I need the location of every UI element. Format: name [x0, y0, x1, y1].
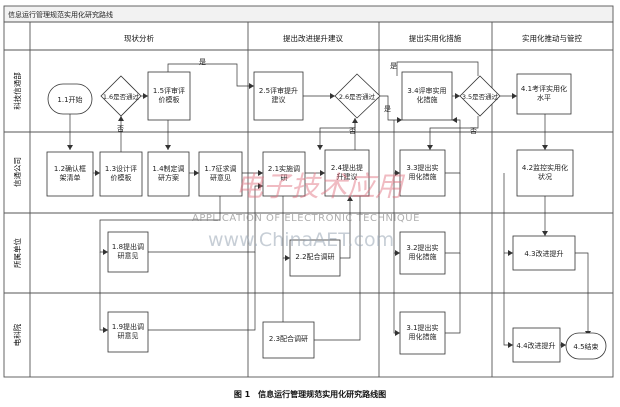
- column-header-control: 实用化推动与管控: [522, 33, 582, 43]
- watermark-english-text: APPLICATION OF ELECTRONIC TECHNIQUE: [192, 213, 420, 224]
- node-1-1-start: 1.1开始: [47, 83, 93, 115]
- svg-text:4.3改进提升: 4.3改进提升: [524, 249, 563, 258]
- svg-text:4.5结束: 4.5结束: [573, 342, 598, 351]
- node-2-6-decision: 2.6是否通过: [334, 73, 381, 119]
- watermark-url: www.ChinaAET.com: [208, 229, 394, 251]
- watermark-logo-text: 电子技术应用: [235, 170, 406, 203]
- node-4-2: 4.2监控实用化状况: [516, 149, 574, 197]
- node-4-3: 4.3改进提升: [512, 235, 576, 271]
- label-no-3: 否: [470, 127, 477, 135]
- label-no-2: 否: [349, 127, 356, 135]
- label-yes-1: 是: [199, 58, 206, 66]
- node-2-4: 2.4提出提升建议: [324, 149, 370, 197]
- label-no-1: 否: [117, 125, 124, 133]
- node-3-5-decision: 3.5是否通过: [459, 75, 501, 117]
- node-1-7: 1.7征求调研意见: [198, 151, 243, 197]
- node-2-1: 2.1实施调研: [262, 151, 306, 197]
- lane-label-ict: 信通公司: [12, 157, 22, 187]
- lane-label-units: 所属单位: [12, 238, 22, 268]
- node-1-5: 1.5评审评价模板: [147, 71, 191, 121]
- node-1-9: 1.9提出调研意见: [107, 311, 149, 353]
- lane-label-epri: 电科院: [12, 323, 22, 346]
- column-header-measures: 提出实用化措施: [409, 33, 462, 43]
- node-3-2: 3.2提出实用化措施: [399, 231, 446, 275]
- diagram-title: 信息运行管理规范实用化研究路线: [8, 10, 113, 19]
- node-1-2: 1.2确认框架清单: [46, 151, 94, 197]
- node-1-4: 1.4制定调研方案: [147, 151, 190, 197]
- svg-text:3.5是否通过: 3.5是否通过: [462, 92, 499, 101]
- svg-text:2.6是否通过: 2.6是否通过: [339, 92, 376, 101]
- node-1-3: 1.3设计评价模板: [99, 151, 143, 197]
- node-2-2: 2.2配合调研: [289, 239, 341, 277]
- svg-text:4.4改进提升: 4.4改进提升: [516, 341, 555, 350]
- node-4-4: 4.4改进提升: [512, 327, 561, 363]
- node-3-3: 3.3提出实用化措施: [399, 149, 446, 197]
- node-1-8: 1.8提出调研意见: [107, 231, 149, 273]
- node-2-5: 2.5评审提升建议: [253, 71, 304, 121]
- label-yes-3: 是: [384, 105, 391, 113]
- lane-label-tech: 科技信通部: [12, 72, 22, 110]
- label-yes-2: 是: [390, 62, 397, 70]
- node-1-6-decision: 1.6是否通过: [100, 75, 142, 117]
- svg-text:1.1开始: 1.1开始: [57, 95, 82, 104]
- column-header-analysis: 现状分析: [124, 33, 154, 43]
- node-3-1: 3.1提出实用化措施: [399, 311, 446, 355]
- figure-caption: 图 1 信息运行管理规范实用化研究路线图: [234, 389, 386, 399]
- watermark: 电子技术应用 APPLICATION OF ELECTRONIC TECHNIQ…: [192, 170, 420, 251]
- node-2-3: 2.3配合调研: [262, 321, 315, 359]
- node-3-4: 3.4评审实用化措施: [401, 71, 453, 121]
- node-4-1: 4.1考评实用化水平: [516, 73, 572, 115]
- svg-text:1.6是否通过: 1.6是否通过: [103, 92, 140, 101]
- node-4-5-end: 4.5结束: [565, 332, 607, 360]
- column-header-suggestions: 提出改进提升建议: [283, 33, 343, 43]
